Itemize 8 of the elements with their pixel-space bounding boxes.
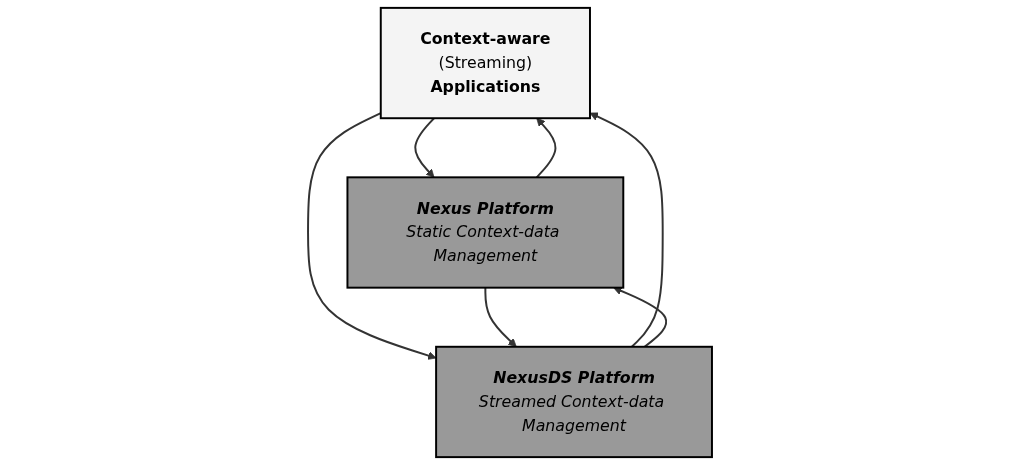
arrow (306, 112, 436, 360)
arrow (483, 286, 517, 348)
arrow (535, 117, 556, 179)
node-box: Context-aware (Streaming) Applications (379, 6, 591, 120)
arrow (413, 117, 435, 178)
arrow (589, 112, 664, 348)
node-box: Nexus Platform Static Context-data Management (345, 176, 624, 289)
node-box: NexusDS Platform Streamed Context-data Management (434, 345, 713, 459)
